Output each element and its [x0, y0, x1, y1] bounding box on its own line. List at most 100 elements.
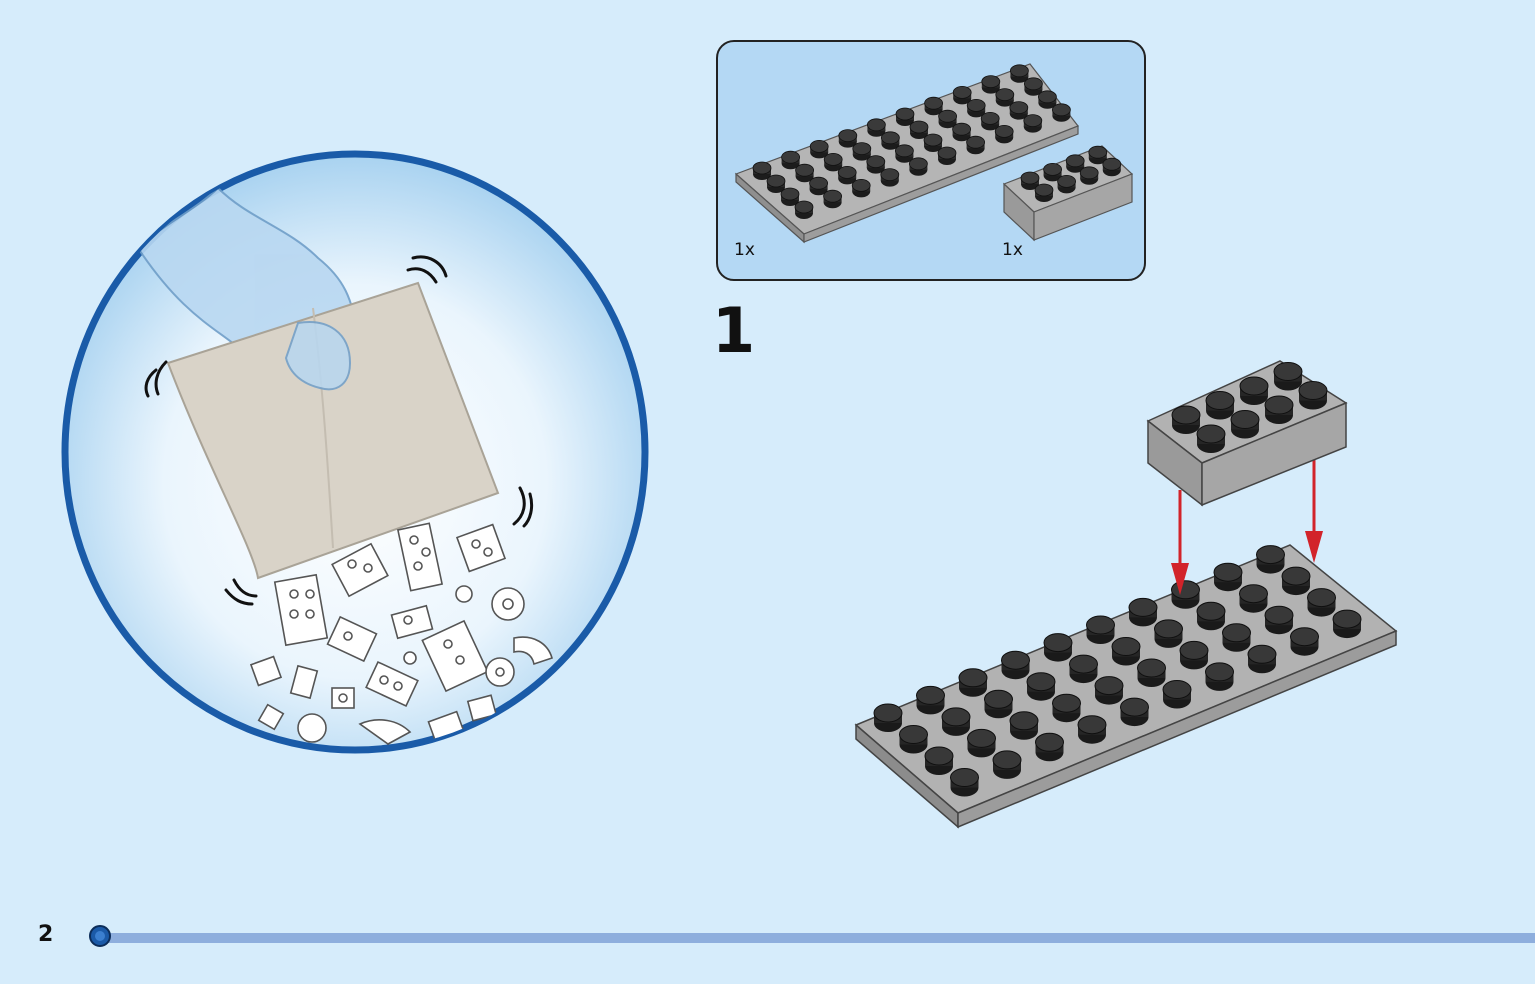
- stud: [952, 86, 972, 105]
- shake-marks: [144, 255, 534, 606]
- stud: [851, 178, 871, 198]
- brick-icon: [491, 587, 525, 621]
- stud: [1247, 644, 1277, 674]
- stud: [958, 668, 988, 698]
- stud: [1094, 676, 1124, 706]
- loose-bricks: [249, 522, 553, 748]
- stud: [823, 189, 842, 209]
- stud: [1128, 597, 1158, 627]
- parts-list-box: [716, 40, 1146, 281]
- stud: [980, 112, 1000, 131]
- bag-icon: [166, 281, 500, 580]
- stud: [899, 725, 928, 754]
- stud: [867, 118, 886, 138]
- stud: [1010, 64, 1029, 84]
- stud: [1024, 77, 1043, 97]
- stud: [909, 120, 929, 140]
- stud: [752, 161, 772, 181]
- stud: [1205, 391, 1235, 420]
- stud: [837, 165, 857, 185]
- stud: [1196, 601, 1226, 631]
- stud: [1035, 732, 1064, 762]
- stud: [1273, 362, 1303, 391]
- stud: [1196, 424, 1226, 454]
- stud: [794, 200, 814, 220]
- stud: [1001, 650, 1030, 680]
- plate-icon: [854, 544, 1398, 829]
- stud: [1079, 166, 1099, 186]
- stud: [984, 689, 1013, 719]
- brick-icon: [1002, 145, 1134, 242]
- brick-icon: [485, 657, 515, 687]
- stud: [1102, 157, 1122, 177]
- stud: [1332, 609, 1362, 639]
- stud: [1264, 395, 1294, 425]
- brick-icon: [358, 719, 412, 745]
- stud: [1154, 619, 1183, 649]
- stud: [1264, 605, 1294, 635]
- arrow-down-icon: [1171, 490, 1189, 595]
- part-quantity: 1x: [734, 240, 755, 260]
- page-number: 2: [38, 922, 54, 947]
- brick-icon: [466, 694, 498, 722]
- stud: [766, 174, 786, 194]
- brick-icon: [1146, 360, 1348, 507]
- stud: [1069, 654, 1098, 684]
- brick-icon: [513, 636, 553, 666]
- stud: [895, 107, 915, 127]
- brick-icon: [273, 573, 329, 647]
- stud: [1052, 103, 1071, 123]
- parts-list-art: [734, 63, 1134, 244]
- brick-icon: [455, 585, 473, 603]
- stud: [1086, 615, 1115, 645]
- stud: [809, 139, 829, 159]
- stud: [941, 707, 971, 737]
- stud: [1034, 183, 1054, 203]
- plate-icon: [734, 63, 1079, 244]
- stud: [1043, 633, 1073, 663]
- brick-icon: [249, 655, 283, 687]
- brick-icon: [257, 703, 285, 731]
- brick-icon: [390, 604, 434, 640]
- brick-icon: [455, 523, 507, 573]
- stud: [909, 157, 928, 177]
- stud: [1239, 584, 1268, 614]
- stud: [1171, 405, 1201, 435]
- stud: [1222, 623, 1251, 653]
- brick-icon: [403, 651, 417, 665]
- stud: [916, 685, 945, 715]
- brick-icon: [421, 619, 489, 693]
- brick-icon: [396, 522, 444, 592]
- stud: [1026, 672, 1056, 702]
- stud: [809, 176, 828, 196]
- stud: [950, 768, 979, 797]
- stud: [1162, 680, 1192, 709]
- stud: [866, 155, 886, 175]
- stud: [1256, 545, 1285, 575]
- open-bag-illustration: [61, 150, 649, 754]
- stud: [1137, 658, 1166, 688]
- stud: [966, 99, 986, 118]
- stud: [1023, 114, 1043, 134]
- stud: [937, 146, 957, 166]
- assembly-illustration: [854, 360, 1398, 829]
- stud: [966, 135, 985, 155]
- stud: [873, 703, 903, 733]
- stud: [1179, 640, 1209, 670]
- stud: [924, 746, 954, 776]
- stud: [1038, 90, 1057, 110]
- stud: [924, 96, 943, 116]
- brick-icon: [326, 615, 378, 663]
- stud: [1009, 711, 1039, 741]
- brick-icon: [289, 664, 319, 700]
- stud: [992, 750, 1022, 780]
- stud: [952, 122, 971, 142]
- progress-indicator: [89, 925, 111, 947]
- stud: [781, 150, 800, 170]
- stud: [1077, 715, 1107, 745]
- stud: [881, 131, 900, 151]
- stud: [1205, 662, 1234, 692]
- stud: [1052, 693, 1081, 723]
- stud: [1307, 588, 1336, 618]
